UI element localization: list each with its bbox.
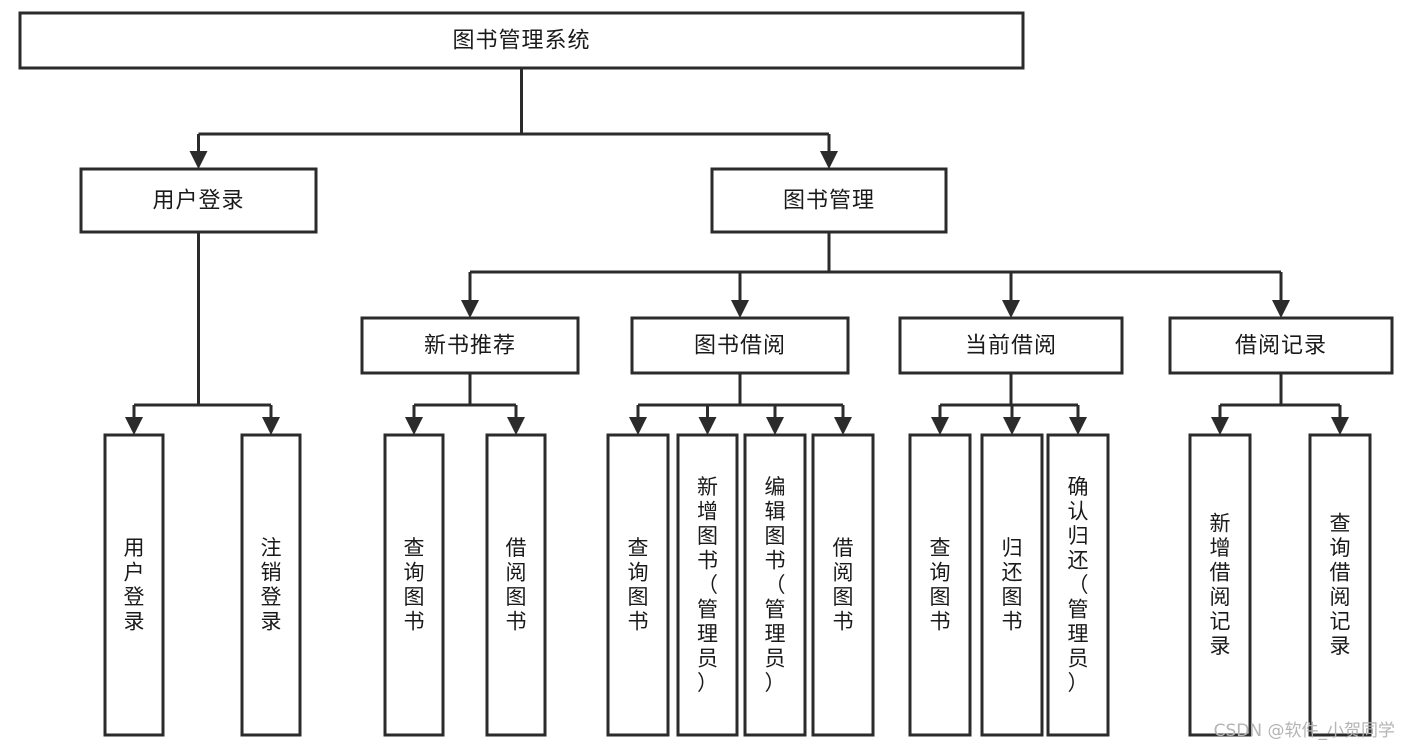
node-leaf-query-book-3[interactable]: 查询图书 bbox=[908, 433, 972, 737]
node-leaf-user-logout-label: 注销登录 bbox=[261, 536, 282, 634]
node-leaf-query-record[interactable]: 查询借阅记录 bbox=[1308, 433, 1372, 737]
node-leaf-query-book-1[interactable]: 查询图书 bbox=[383, 433, 445, 737]
node-user-login[interactable]: 用户登录 bbox=[79, 167, 318, 234]
node-leaf-query-record-box bbox=[1308, 433, 1372, 737]
node-borrow-record-box bbox=[1168, 316, 1394, 375]
arrow-head-icon bbox=[507, 417, 525, 435]
node-leaf-borrow-book-2-box bbox=[811, 433, 875, 737]
node-leaf-query-book-2[interactable]: 查询图书 bbox=[606, 433, 670, 737]
arrow-head-icon bbox=[1331, 417, 1349, 435]
node-book-manage-label: 图书管理 bbox=[783, 189, 875, 214]
node-leaf-add-record-box bbox=[1188, 433, 1252, 737]
node-leaf-edit-book[interactable]: 编辑图书（管理员） bbox=[743, 433, 807, 737]
node-book-borrow-box bbox=[630, 316, 850, 375]
node-borrow-record-label: 借阅记录 bbox=[1235, 334, 1327, 359]
node-leaf-add-book-box bbox=[676, 433, 739, 737]
arrow-head-icon bbox=[125, 417, 143, 435]
edge-group-book-borrow bbox=[629, 373, 852, 435]
node-leaf-edit-book-label: 编辑图书（管理员） bbox=[765, 475, 786, 695]
node-leaf-edit-book-box bbox=[743, 433, 807, 737]
node-root-box bbox=[18, 11, 1025, 70]
node-leaf-return-book[interactable]: 归还图书 bbox=[980, 433, 1044, 737]
node-leaf-return-book-box bbox=[980, 433, 1044, 737]
edge-group-new-book-recommend bbox=[405, 373, 525, 435]
arrow-head-icon bbox=[405, 417, 423, 435]
arrow-head-icon bbox=[1003, 417, 1021, 435]
node-user-login-box bbox=[79, 167, 318, 234]
node-leaf-add-record-label: 新增借阅记录 bbox=[1210, 512, 1231, 659]
node-leaf-user-login-box bbox=[103, 433, 165, 737]
arrow-head-icon bbox=[629, 417, 647, 435]
node-book-borrow[interactable]: 图书借阅 bbox=[630, 316, 850, 375]
node-leaf-confirm-return-label: 确认归还（管理员） bbox=[1068, 475, 1089, 695]
arrow-head-icon bbox=[698, 417, 717, 435]
node-leaf-query-book-3-box bbox=[908, 433, 972, 737]
arrow-head-icon bbox=[931, 417, 949, 435]
arrow-head-icon bbox=[731, 300, 749, 318]
node-root[interactable]: 图书管理系统 bbox=[18, 11, 1025, 70]
edges-layer bbox=[125, 68, 1349, 435]
node-leaf-borrow-book-1-box bbox=[485, 433, 547, 737]
node-leaf-query-book-1-label: 查询图书 bbox=[404, 536, 425, 634]
node-borrow-record[interactable]: 借阅记录 bbox=[1168, 316, 1394, 375]
arrow-head-icon bbox=[1272, 300, 1290, 318]
arrow-head-icon bbox=[820, 151, 838, 169]
node-leaf-borrow-book-2[interactable]: 借阅图书 bbox=[811, 433, 875, 737]
node-new-book-recommend-box bbox=[360, 316, 580, 375]
arrow-head-icon bbox=[766, 417, 784, 435]
node-leaf-user-logout[interactable]: 注销登录 bbox=[240, 433, 302, 737]
node-leaf-query-book-2-label: 查询图书 bbox=[628, 536, 649, 634]
node-leaf-return-book-label: 归还图书 bbox=[1002, 536, 1023, 634]
node-leaf-user-login[interactable]: 用户登录 bbox=[103, 433, 165, 737]
node-leaf-query-book-1-box bbox=[383, 433, 445, 737]
node-leaf-query-book-2-box bbox=[606, 433, 670, 737]
arrow-head-icon bbox=[1069, 417, 1087, 435]
node-leaf-user-login-label: 用户登录 bbox=[124, 536, 145, 634]
node-book-manage-box bbox=[710, 167, 948, 234]
node-leaf-add-record[interactable]: 新增借阅记录 bbox=[1188, 433, 1252, 737]
node-leaf-query-book-3-label: 查询图书 bbox=[930, 536, 951, 634]
arrow-head-icon bbox=[189, 151, 208, 169]
edge-group-current-borrow bbox=[931, 373, 1087, 435]
edge-group-book-manage bbox=[461, 232, 1290, 318]
node-current-borrow-box bbox=[898, 316, 1124, 375]
node-book-manage[interactable]: 图书管理 bbox=[710, 167, 948, 234]
node-new-book-recommend-label: 新书推荐 bbox=[424, 334, 516, 359]
arrow-head-icon bbox=[1211, 417, 1229, 435]
node-root-label: 图书管理系统 bbox=[452, 29, 590, 54]
node-leaf-confirm-return-box bbox=[1046, 433, 1110, 737]
node-user-login-label: 用户登录 bbox=[152, 189, 244, 214]
arrow-head-icon bbox=[461, 300, 479, 318]
arrow-head-icon bbox=[834, 417, 852, 435]
node-leaf-query-record-label: 查询借阅记录 bbox=[1330, 512, 1351, 659]
node-current-borrow-label: 当前借阅 bbox=[965, 334, 1057, 359]
node-leaf-add-book[interactable]: 新增图书（管理员） bbox=[676, 433, 739, 737]
node-leaf-user-logout-box bbox=[240, 433, 302, 737]
edge-group-borrow-record bbox=[1211, 373, 1349, 435]
node-leaf-borrow-book-2-label: 借阅图书 bbox=[833, 536, 854, 634]
nodes-layer: 图书管理系统用户登录图书管理新书推荐图书借阅当前借阅借阅记录用户登录注销登录查询… bbox=[18, 11, 1394, 737]
node-leaf-confirm-return[interactable]: 确认归还（管理员） bbox=[1046, 433, 1110, 737]
arrow-head-icon bbox=[262, 417, 280, 435]
node-leaf-borrow-book-1-label: 借阅图书 bbox=[506, 536, 527, 634]
arrow-head-icon bbox=[1002, 300, 1020, 318]
node-new-book-recommend[interactable]: 新书推荐 bbox=[360, 316, 580, 375]
node-book-borrow-label: 图书借阅 bbox=[694, 334, 786, 359]
node-current-borrow[interactable]: 当前借阅 bbox=[898, 316, 1124, 375]
node-leaf-borrow-book-1[interactable]: 借阅图书 bbox=[485, 433, 547, 737]
edge-group-root bbox=[189, 68, 838, 169]
node-leaf-add-book-label: 新增图书（管理员） bbox=[697, 475, 718, 695]
edge-group-user-login bbox=[125, 232, 280, 435]
